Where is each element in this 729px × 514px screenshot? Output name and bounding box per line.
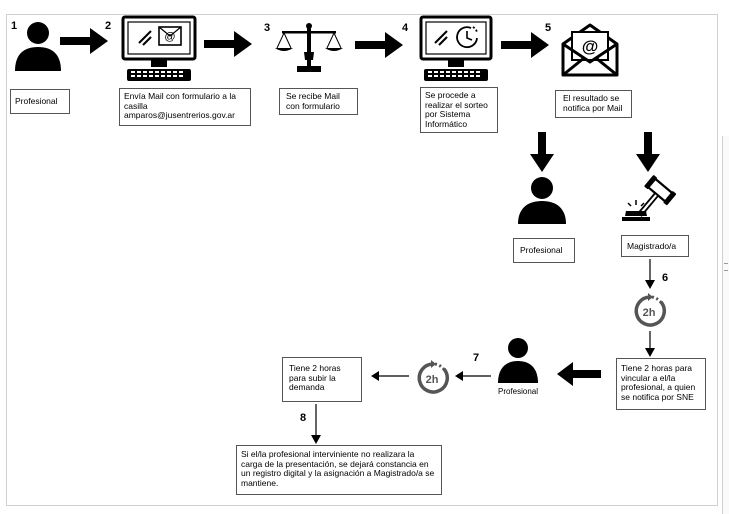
arrow-right bbox=[60, 28, 108, 54]
timer-text: 2h bbox=[643, 307, 656, 319]
resultado-box: El resultado se notifica por Mail bbox=[555, 90, 632, 118]
step-number-7: 7 bbox=[473, 352, 480, 364]
person-icon bbox=[15, 22, 61, 71]
scales-icon bbox=[275, 23, 343, 72]
arrow-down-thin bbox=[311, 404, 321, 444]
arrow-right bbox=[501, 32, 549, 58]
arrow-down-thin bbox=[645, 259, 655, 289]
two-hour-timer-icon: 2h bbox=[417, 360, 450, 394]
profesional-box-top: Profesional bbox=[10, 89, 70, 114]
profesional-label: Profesional bbox=[498, 387, 539, 396]
arrow-down-thin bbox=[645, 331, 655, 357]
computer-mail-icon: @ bbox=[121, 15, 197, 81]
step-number-3: 3 bbox=[264, 22, 271, 34]
arrow-right bbox=[355, 32, 403, 58]
arrow-right bbox=[204, 31, 252, 57]
final-note-box: Si el/la profesional interviniente no re… bbox=[236, 445, 442, 495]
subir-demanda-box: Tiene 2 horas para subir la demanda bbox=[282, 357, 362, 402]
person-icon bbox=[518, 177, 566, 224]
step-number-5: 5 bbox=[545, 22, 552, 34]
arrow-left-thin bbox=[371, 371, 409, 381]
scrollbar[interactable] bbox=[722, 136, 729, 514]
arrow-down bbox=[636, 132, 660, 172]
envelope-at-icon: @ bbox=[561, 23, 619, 77]
profesional-box-mid: Profesional bbox=[513, 238, 575, 263]
svg-text:@: @ bbox=[164, 31, 175, 43]
computer-clock-icon bbox=[419, 15, 493, 81]
person-icon bbox=[498, 338, 538, 383]
gavel-icon bbox=[622, 175, 677, 221]
two-hour-timer-icon: 2h bbox=[634, 293, 667, 327]
step-number-8: 8 bbox=[300, 412, 307, 424]
recibe-mail-box: Se recibe Mail con formulario bbox=[279, 88, 358, 115]
vincular-box: Tiene 2 horas para vincular a el/la prof… bbox=[616, 358, 706, 410]
magistrado-box: Magistrado/a bbox=[621, 235, 689, 257]
step-number-1: 1 bbox=[11, 20, 18, 32]
step-number-2: 2 bbox=[105, 20, 112, 32]
diagram-frame bbox=[6, 14, 718, 506]
arrow-left-thin bbox=[455, 371, 491, 381]
scrollbar-grip[interactable] bbox=[724, 263, 728, 271]
step-number-4: 4 bbox=[402, 22, 409, 34]
step-number-6: 6 bbox=[662, 272, 669, 284]
timer-text: 2h bbox=[426, 374, 439, 386]
arrow-left bbox=[557, 362, 601, 386]
envia-mail-box: Envía Mail con formulario a la casilla a… bbox=[119, 88, 251, 126]
sorteo-box: Se procede a realizar el sorteo por Sist… bbox=[420, 87, 498, 133]
arrow-down bbox=[530, 132, 554, 172]
svg-text:@: @ bbox=[582, 37, 599, 56]
